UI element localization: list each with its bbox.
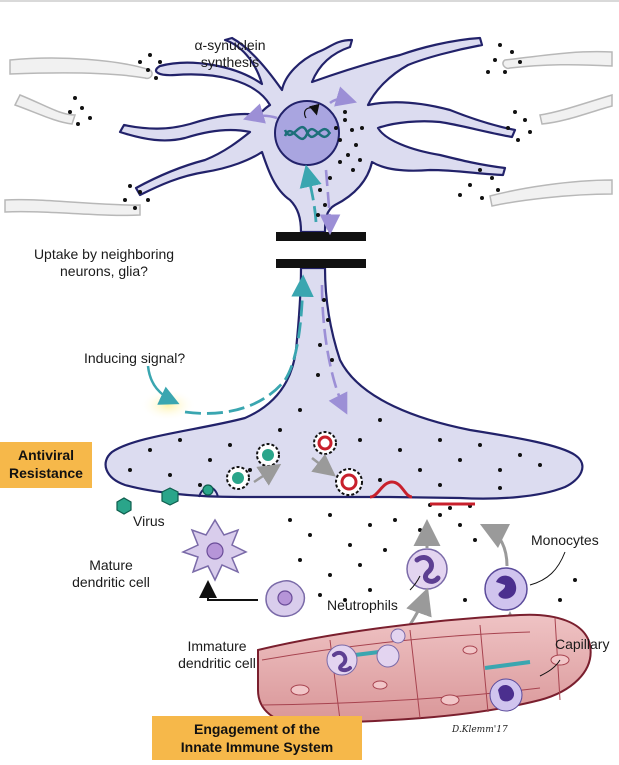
monocyte — [484, 567, 528, 611]
innate-immune-box: Engagement of the Innate Immune System — [152, 716, 362, 760]
myelin-bar-upper — [276, 232, 366, 241]
immature-dc-label-line2: dendritic cell — [178, 655, 256, 671]
immature-dc-label-line1: Immature — [187, 638, 247, 654]
exocytosis-membrane — [369, 480, 413, 499]
maturation-arrow-icon — [199, 580, 258, 601]
virus-particles — [116, 484, 219, 515]
neutrophil-pointer — [409, 575, 421, 591]
signal-glow — [140, 389, 196, 421]
virus-vesicles — [226, 431, 363, 496]
monocytes-label: Monocytes — [531, 532, 599, 548]
capillary-pointer — [539, 659, 561, 677]
transcription-arrow-icon — [304, 103, 320, 119]
alpha-synuclein-dots — [68, 43, 577, 622]
innate-box-line1: Engagement of the — [193, 721, 320, 737]
neutrophils-label: Neutrophils — [327, 597, 398, 613]
virus-label: Virus — [133, 513, 165, 529]
artist-signature: D.Klemm'17 — [452, 725, 508, 735]
inducing-signal-arrow-icon — [146, 365, 180, 405]
antiviral-box-line2: Resistance — [9, 465, 83, 481]
inducing-signal-label: Inducing signal? — [84, 350, 186, 366]
uptake-label: Uptake by neighboring neurons, glia? — [20, 246, 188, 280]
dna-icon — [283, 125, 332, 141]
antiviral-box-line1: Antiviral — [17, 447, 74, 463]
myelin-bar-lower — [276, 259, 366, 268]
uptake-label-line2: neurons, glia? — [60, 263, 148, 279]
mature-dendritic-cell — [180, 518, 248, 582]
mature-dc-label-line2: dendritic cell — [72, 574, 150, 590]
antiviral-resistance-box: Antiviral Resistance — [0, 442, 92, 488]
innate-box-line2: Innate Immune System — [180, 739, 334, 755]
synthesis-label-line2: synthesis — [200, 54, 260, 70]
synthesis-label-line1: α-synuclein — [194, 37, 266, 53]
neutrophil — [406, 548, 448, 590]
capillary — [257, 613, 592, 725]
mature-dc-label: Mature dendritic cell — [60, 557, 162, 591]
mature-dc-label-line1: Mature — [89, 557, 133, 573]
uptake-label-line1: Uptake by neighboring — [33, 246, 175, 262]
monocyte-pointer — [529, 551, 566, 586]
neighboring-neuron-processes — [4, 50, 613, 217]
synthesis-label: α-synuclein synthesis — [180, 37, 280, 71]
immature-dc-label: Immature dendritic cell — [166, 638, 268, 672]
top-divider — [0, 0, 619, 2]
teal-transport-arrows — [184, 164, 322, 415]
capillary-label: Capillary — [555, 636, 610, 652]
immature-dendritic-cell — [265, 580, 306, 618]
